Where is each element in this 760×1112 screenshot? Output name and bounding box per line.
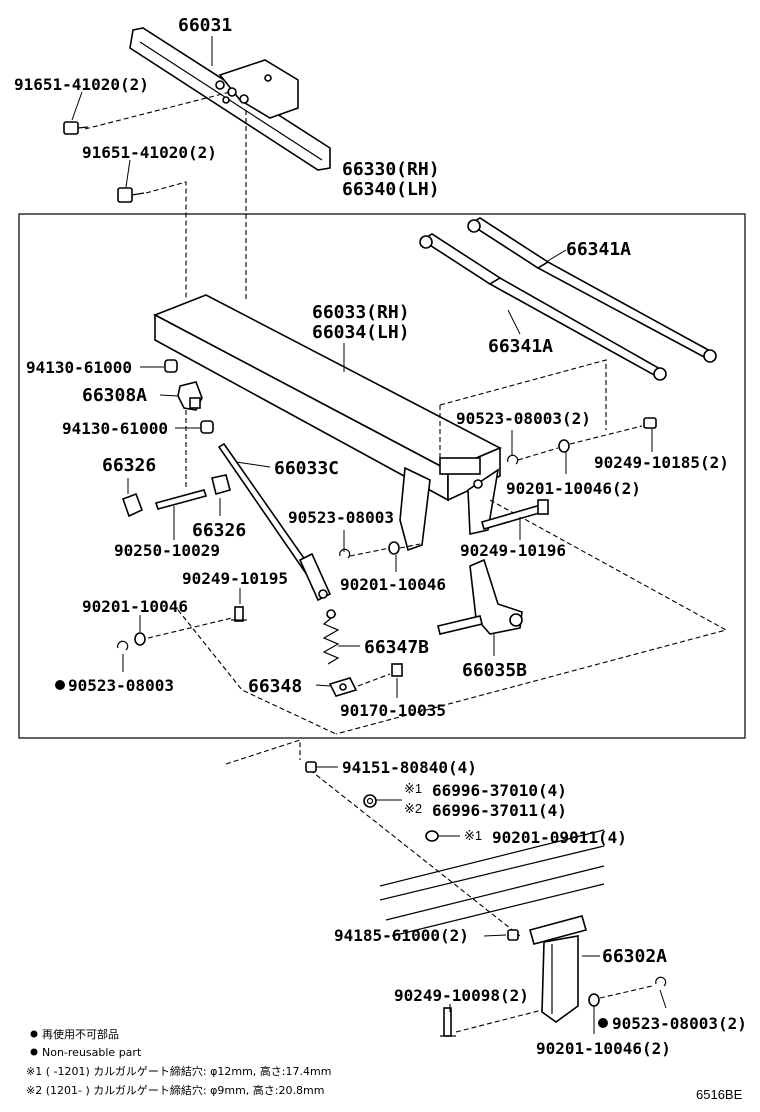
label-66348: 66348 — [248, 676, 302, 697]
non-reusable-marker — [55, 680, 65, 690]
pin-90250 — [154, 489, 208, 510]
label-94130-b: 94130-61000 — [62, 419, 168, 438]
label-90249-10196: 90249-10196 — [460, 541, 566, 560]
label-66034: 66034(LH) — [312, 322, 410, 343]
mark-2: ※2 — [404, 801, 422, 816]
label-90249-10185: 90249-10185(2) — [594, 453, 729, 472]
label-66033: 66033(RH) — [312, 302, 410, 323]
label-91651-top: 91651-41020(2) — [14, 75, 149, 94]
label-66347B: 66347B — [364, 637, 429, 658]
legend-note-1: ※1 ( -1201) カルガルゲート締結穴: φ12mm, 高さ:17.4mm — [26, 1064, 331, 1078]
label-66996-37011: 66996-37011(4) — [432, 801, 567, 820]
washer-90201-single — [388, 541, 400, 555]
bolt-90249-10195 — [231, 606, 247, 622]
label-66340: 66340(LH) — [342, 179, 440, 200]
legend-non-reusable-jp: 再使用不可部品 — [42, 1027, 119, 1041]
bolt-90249-10196 — [481, 499, 549, 530]
spring-66347B — [322, 609, 340, 665]
label-90201-pair: 90201-10046(2) — [506, 479, 641, 498]
nut-94130-a — [164, 359, 178, 373]
label-66035B: 66035B — [462, 660, 527, 681]
label-66341A-upper: 66341A — [566, 239, 631, 260]
label-90201-single: 90201-10046 — [340, 575, 446, 594]
washer-90201-pair — [558, 439, 570, 453]
nut-94185 — [507, 929, 519, 941]
label-94130-a: 94130-61000 — [26, 358, 132, 377]
rod-66033C — [217, 442, 332, 602]
strut-66341A-upper — [467, 217, 717, 363]
label-90170: 90170-10035 — [340, 701, 446, 720]
label-66330: 66330(RH) — [342, 159, 440, 180]
washer-90201-left — [134, 632, 146, 646]
washer-90201-bottom — [588, 993, 600, 1007]
legend-note-2: ※2 (1201- ) カルガルゲート締結穴: φ9mm, 高さ:20.8mm — [26, 1083, 324, 1097]
washer-90201-09011 — [425, 830, 439, 842]
label-90249-10195: 90249-10195 — [182, 569, 288, 588]
legend-bullet — [30, 1048, 38, 1056]
bolt-91651-top — [63, 121, 89, 135]
tailgate-rail — [379, 829, 605, 937]
mark-1b: ※1 — [464, 828, 482, 843]
label-66326-right: 66326 — [192, 520, 246, 541]
nut-94130-b — [200, 420, 214, 434]
label-94185: 94185-61000(2) — [334, 926, 469, 945]
diagram-code: 6516BE — [696, 1087, 743, 1102]
label-90249-10098: 90249-10098(2) — [394, 986, 529, 1005]
legend-non-reusable-en: Non-reusable part — [42, 1046, 142, 1059]
label-90250: 90250-10029 — [114, 541, 220, 560]
label-90523-bottom: 90523-08003(2) — [612, 1014, 747, 1033]
bolt-90249-10098 — [440, 1007, 456, 1037]
label-66308A: 66308A — [82, 385, 147, 406]
label-90201-09011: 90201-09011(4) — [492, 828, 627, 847]
clip-66308A — [177, 381, 203, 411]
label-66302A: 66302A — [602, 946, 667, 967]
bushing-66348 — [328, 677, 358, 697]
label-94151: 94151-80840(4) — [342, 758, 477, 777]
label-91651-lower: 91651-41020(2) — [82, 143, 217, 162]
assembly-box — [18, 213, 746, 739]
collar-66996 — [363, 794, 377, 808]
nut-94151 — [305, 761, 317, 773]
label-90523-pair: 90523-08003(2) — [456, 409, 591, 428]
non-reusable-marker — [598, 1018, 608, 1028]
arm-66033 — [153, 294, 502, 552]
legend-bullet — [30, 1030, 38, 1038]
bolt-91651-lower — [117, 187, 145, 203]
clip-90523-bottom — [655, 976, 667, 987]
label-90201-bottom: 90201-10046(2) — [536, 1039, 671, 1058]
pad-66326-left — [121, 492, 144, 518]
bracket-66031 — [129, 27, 331, 171]
bracket-66035B — [437, 558, 523, 635]
label-66996-37010: 66996-37010(4) — [432, 781, 567, 800]
pad-66326-right — [211, 474, 231, 495]
bolt-90249-10185 — [643, 417, 657, 429]
label-90523-left: 90523-08003 — [68, 676, 174, 695]
mark-1a: ※1 — [404, 781, 422, 796]
label-66341A-lower: 66341A — [488, 336, 553, 357]
clip-90523-left — [117, 640, 129, 651]
label-90201-left: 90201-10046 — [82, 597, 188, 616]
label-90523-single: 90523-08003 — [288, 508, 394, 527]
strut-66341A-lower — [419, 233, 667, 381]
nut-90170 — [391, 663, 403, 677]
label-66033C: 66033C — [274, 458, 339, 479]
label-66031: 66031 — [178, 15, 232, 36]
clip-90523-single — [339, 548, 351, 559]
hinge-66302A — [529, 915, 587, 1023]
label-66326-left: 66326 — [102, 455, 156, 476]
clip-90523-pair — [507, 454, 519, 465]
